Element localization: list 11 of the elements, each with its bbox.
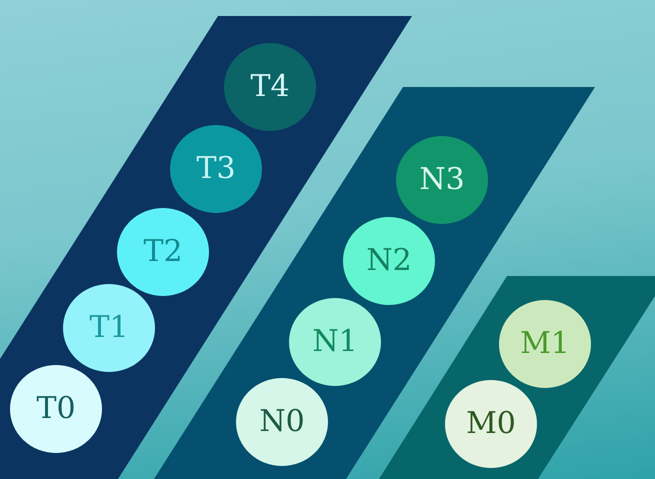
node-label: T3 — [196, 154, 236, 184]
node-label: N2 — [366, 246, 412, 276]
node-label: N1 — [312, 327, 358, 357]
node-label: T2 — [143, 237, 183, 267]
node-label: N0 — [259, 407, 305, 437]
node-label: T0 — [36, 394, 76, 424]
node-label: T4 — [250, 72, 290, 102]
node-label: M1 — [520, 329, 570, 359]
node-label: N3 — [419, 165, 465, 195]
node-label: T1 — [89, 313, 129, 343]
node-label: M0 — [466, 409, 516, 439]
